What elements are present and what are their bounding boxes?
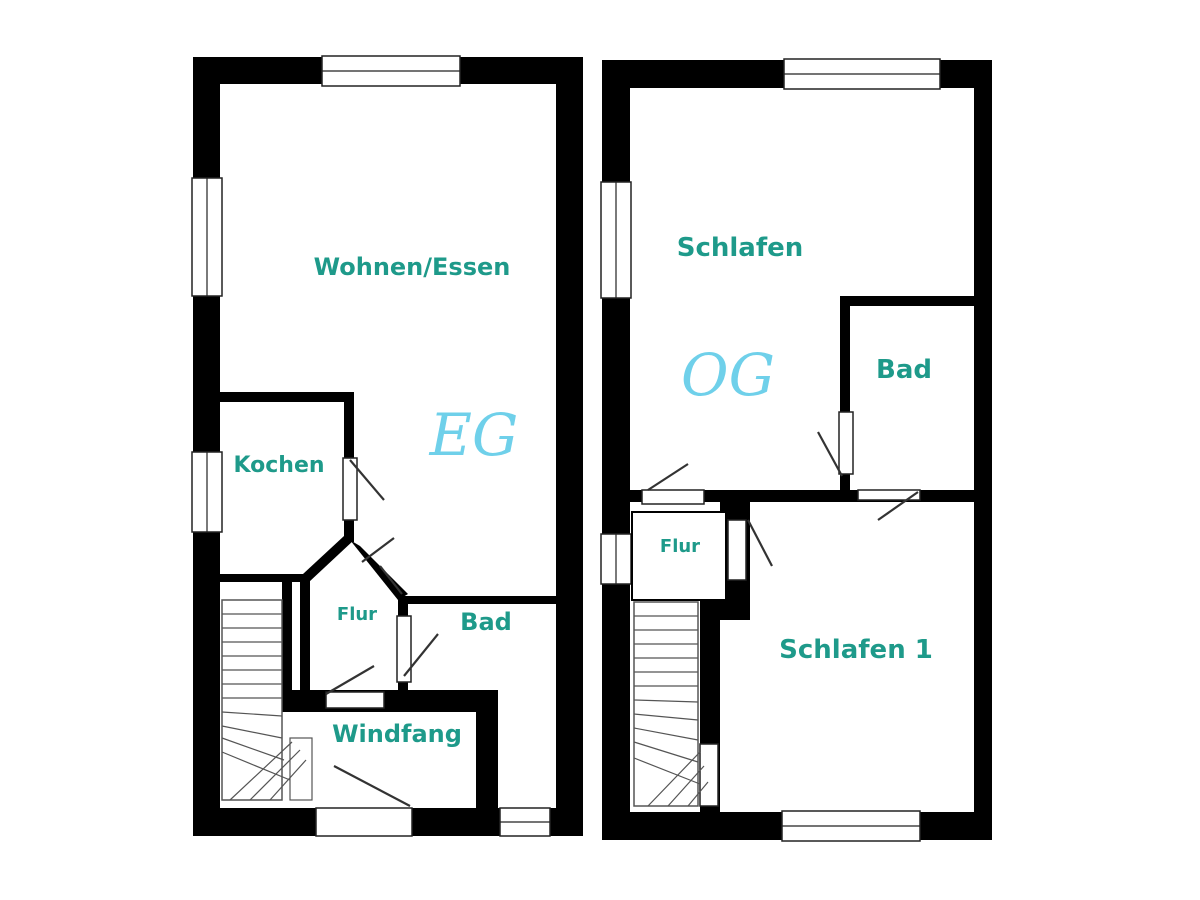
eg-staircase	[221, 599, 313, 801]
floor-plan-eg: Wohnen/Essen Kochen Flur Bad Windfang EG	[191, 55, 583, 837]
og-room-schlafen-label: Schlafen	[677, 233, 804, 263]
eg-room-wohnen-label: Wohnen/Essen	[314, 253, 511, 281]
og-flur-box	[631, 511, 727, 601]
eg-door-windfang	[325, 691, 385, 709]
eg-door-swings	[325, 459, 439, 807]
eg-windows	[191, 55, 551, 837]
eg-entrance-door	[315, 807, 413, 837]
eg-room-kochen-label: Kochen	[233, 453, 324, 478]
og-floor-label: OG	[681, 341, 775, 409]
og-door-flur-right	[727, 519, 747, 581]
eg-room-bad-label: Bad	[460, 608, 512, 636]
og-door-flur-top	[641, 489, 705, 505]
og-room-bad-label: Bad	[876, 355, 932, 385]
og-door-swings	[647, 431, 919, 567]
og-stair-post	[699, 743, 719, 807]
floor-plan-og: Schlafen Bad Flur Schlafen 1 OG	[600, 58, 992, 842]
og-door-bad	[838, 411, 854, 475]
eg-door-bad	[396, 615, 412, 683]
og-staircase	[633, 601, 709, 807]
og-windows	[600, 58, 941, 842]
eg-door-kitchen	[342, 457, 358, 521]
og-room-schlafen1-label: Schlafen 1	[779, 635, 933, 665]
eg-room-windfang-label: Windfang	[332, 720, 462, 748]
og-room-flur-label: Flur	[660, 536, 700, 557]
og-door-schlafen1	[857, 489, 921, 501]
og-outer-wall	[602, 60, 992, 840]
eg-room-flur-label: Flur	[337, 604, 377, 625]
eg-floor-label: EG	[429, 401, 519, 469]
